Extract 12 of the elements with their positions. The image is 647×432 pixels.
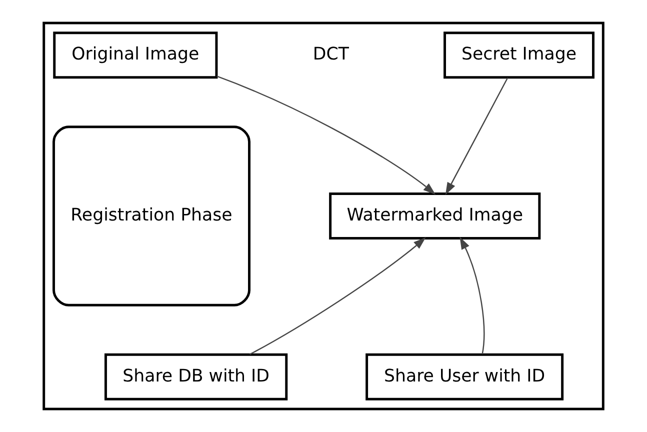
arrow (216, 76, 436, 195)
arrow (250, 237, 426, 355)
node-box: Share User with ID (366, 353, 564, 400)
node-box: Secret Image (444, 32, 594, 79)
node-box: Original Image (53, 32, 218, 79)
node-box: Registration Phase (52, 126, 250, 306)
node-box: Watermarked Image (329, 192, 541, 240)
arrow (460, 236, 485, 354)
label: DCT (312, 44, 349, 65)
arrow (445, 77, 508, 195)
cluster (42, 22, 604, 410)
node-box: Share DB with ID (104, 353, 288, 400)
